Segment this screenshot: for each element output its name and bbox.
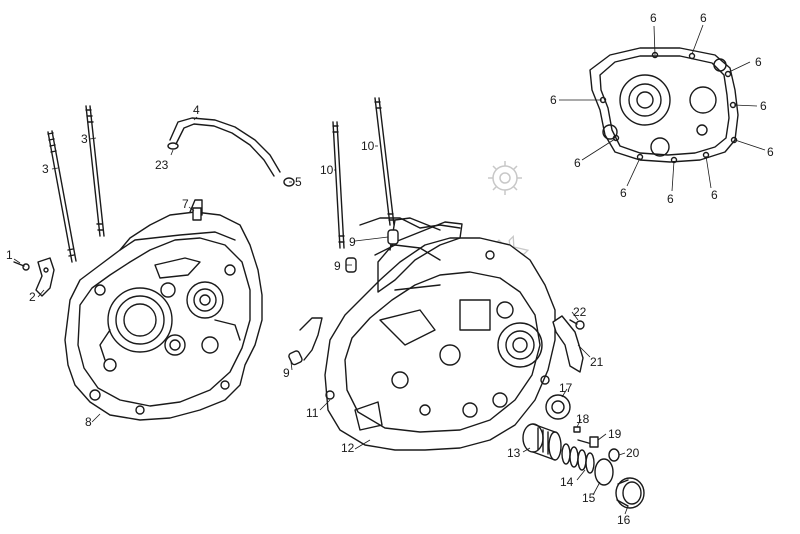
o-ring-part-15: [594, 458, 614, 486]
gear-watermark-icon: [488, 161, 522, 195]
clamp-part-5: [283, 177, 295, 187]
stud-part-3-left: [47, 130, 77, 263]
spring-part-14: [561, 443, 595, 474]
callout-22: 22: [573, 305, 587, 319]
cover-bore: [619, 74, 671, 126]
bracket-part-2: [35, 257, 55, 297]
callout-14: 14: [560, 475, 574, 489]
washer-part-20: [608, 448, 620, 462]
bearing-part-17: [545, 394, 571, 420]
callout-8: 8: [85, 415, 92, 429]
callout-17: 17: [559, 381, 573, 395]
crank-bearing-bore: [107, 287, 173, 353]
bolt-part-1: [13, 261, 30, 271]
callout-18: 18: [576, 412, 590, 426]
callout-3-right: 3: [81, 132, 88, 146]
callout-6-i: 6: [574, 156, 581, 170]
clamp-part-23: [167, 142, 179, 150]
stud-part-3-right: [85, 105, 105, 237]
callout-6-d: 6: [760, 99, 767, 113]
callout-20: 20: [626, 446, 640, 460]
stud-part-10-right: [374, 97, 395, 226]
callout-10-right: 10: [361, 139, 375, 153]
callout-3-left: 3: [42, 162, 49, 176]
dowel-part-9-bottom: [288, 350, 303, 366]
leader-lines: [13, 24, 766, 515]
callout-6-a: 6: [650, 11, 657, 25]
callout-6-b: 6: [700, 11, 707, 25]
callout-19: 19: [608, 427, 622, 441]
filter-screen-part-13: [522, 423, 562, 461]
callout-labels: 1 2 3 3 4 23 5 7 8 10 10 9 9 9 11 12 13 …: [6, 11, 774, 527]
callout-6-j: 6: [550, 93, 557, 107]
bolt-part-19: [577, 436, 599, 448]
drain-plug-part-16: [615, 477, 645, 509]
callout-9-middle: 9: [334, 259, 341, 273]
callout-4: 4: [193, 103, 200, 117]
callout-15: 15: [582, 491, 596, 505]
crank-seal-bore: [497, 322, 543, 368]
callout-16: 16: [617, 513, 631, 527]
left-crankcase-half: [64, 199, 263, 421]
callout-9-bottom: 9: [283, 366, 290, 380]
gasket-outline: [299, 221, 463, 361]
callout-1: 1: [6, 248, 13, 262]
screw-part-22: [569, 319, 585, 330]
callout-10-left: 10: [320, 163, 334, 177]
callout-6-c: 6: [755, 55, 762, 69]
callout-7: 7: [182, 197, 189, 211]
callout-21: 21: [590, 355, 604, 369]
callout-13: 13: [507, 446, 521, 460]
plate-part-21: [552, 315, 584, 373]
callout-6-h: 6: [620, 186, 627, 200]
stud-part-10-left: [332, 121, 345, 249]
callout-5: 5: [295, 175, 302, 189]
callout-6-g: 6: [667, 192, 674, 206]
callout-6-e: 6: [767, 145, 774, 159]
breather-hose-part-4: [169, 117, 281, 177]
side-cover: [589, 47, 739, 164]
part-18: [573, 426, 581, 433]
dowel-part-9-top: [387, 229, 399, 245]
callout-9-top: 9: [349, 235, 356, 249]
fitting-part-7: [192, 207, 202, 221]
callout-12: 12: [341, 441, 355, 455]
right-crankcase-half: [324, 217, 556, 451]
callout-6-f: 6: [711, 188, 718, 202]
callout-23: 23: [155, 158, 169, 172]
callout-11: 11: [306, 406, 319, 420]
callout-2: 2: [29, 290, 36, 304]
